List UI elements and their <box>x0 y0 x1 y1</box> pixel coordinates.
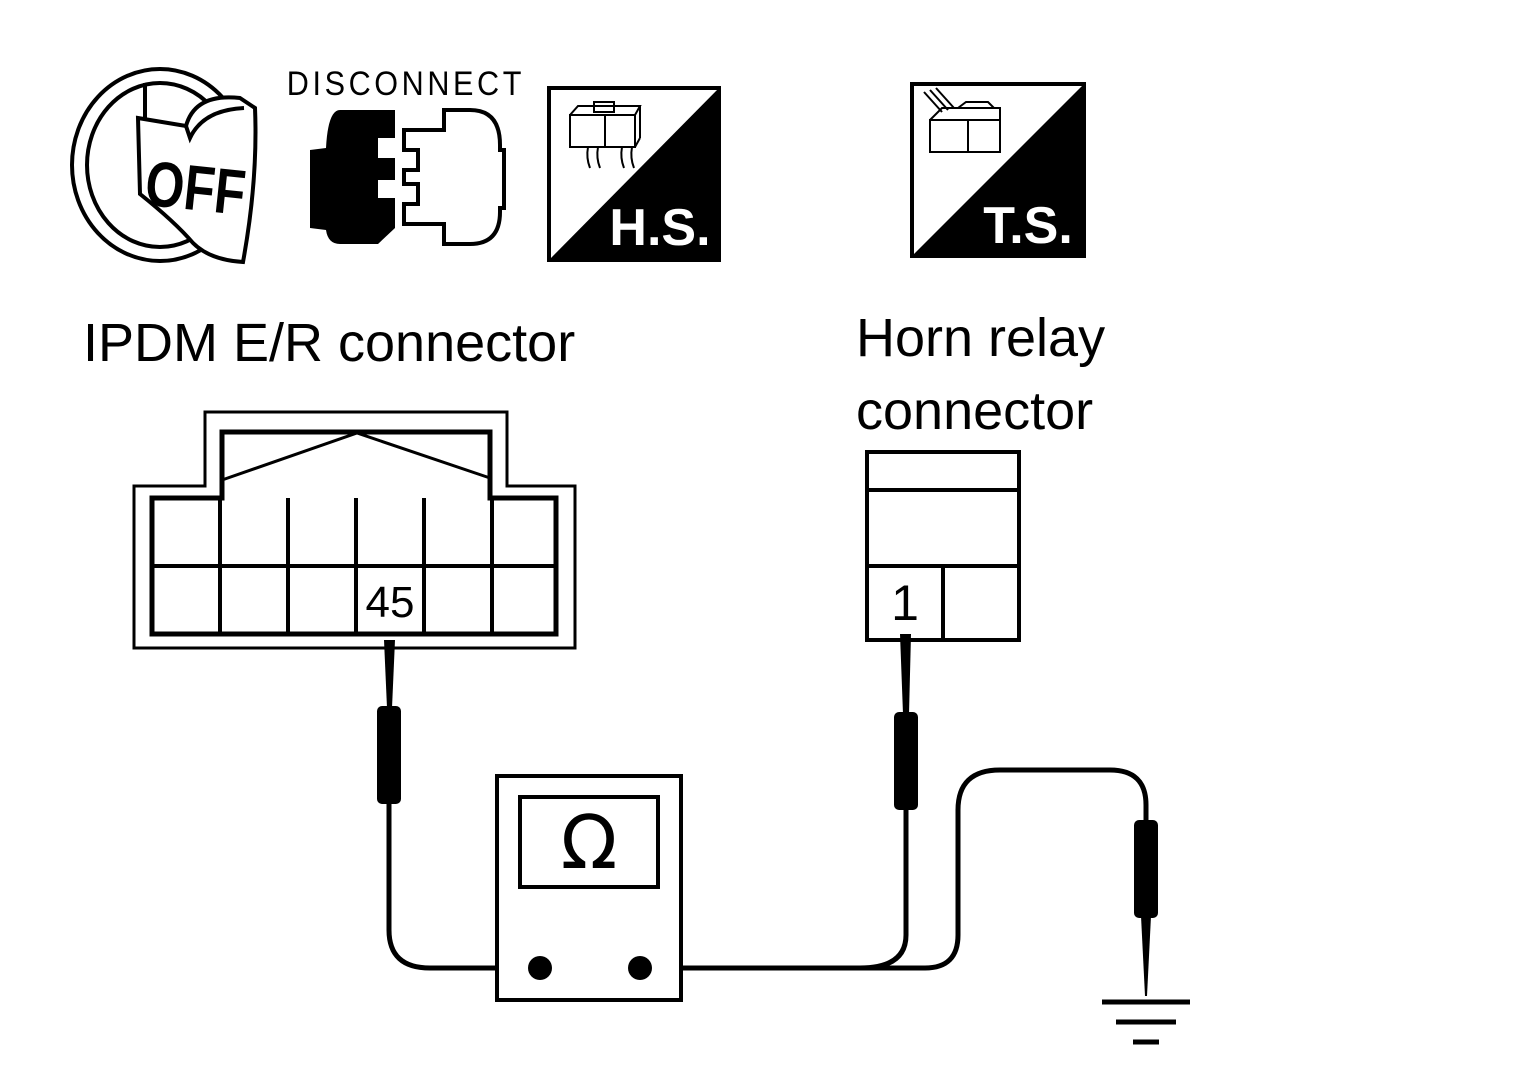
svg-text:OFF: OFF <box>142 148 249 229</box>
horn-relay-title-line1: Horn relay <box>856 308 1106 368</box>
ipdm-connector <box>132 410 577 650</box>
ipdm-terminal-label: 45 <box>366 578 415 627</box>
probe-ipdm <box>377 640 401 804</box>
harness-side-icon: H.S. <box>547 86 721 262</box>
svg-text:DISCONNECT: DISCONNECT <box>287 65 525 103</box>
svg-text:H.S.: H.S. <box>609 199 710 257</box>
horn-relay-title-line2: connector <box>856 381 1094 441</box>
ohmmeter <box>495 774 683 1002</box>
ohm-symbol: Ω <box>561 800 618 886</box>
ground-symbol <box>1102 999 1190 1045</box>
terminal-side-icon: T.S. <box>910 82 1086 258</box>
test-leads <box>386 767 1149 971</box>
disconnect-connector-icon: DISCONNECT <box>287 65 525 246</box>
ohmmeter-terminal-positive <box>628 956 652 980</box>
probe-ground <box>1134 820 1158 996</box>
ipdm-connector-title: IPDM E/R connector <box>83 313 576 373</box>
ignition-key-off-icon: OFF <box>70 67 258 265</box>
svg-text:T.S.: T.S. <box>983 197 1073 255</box>
ohmmeter-terminal-negative <box>528 956 552 980</box>
probe-horn-relay <box>894 634 918 810</box>
horn-relay-terminal-label: 1 <box>891 575 919 631</box>
horn-relay-connector <box>865 450 1021 642</box>
